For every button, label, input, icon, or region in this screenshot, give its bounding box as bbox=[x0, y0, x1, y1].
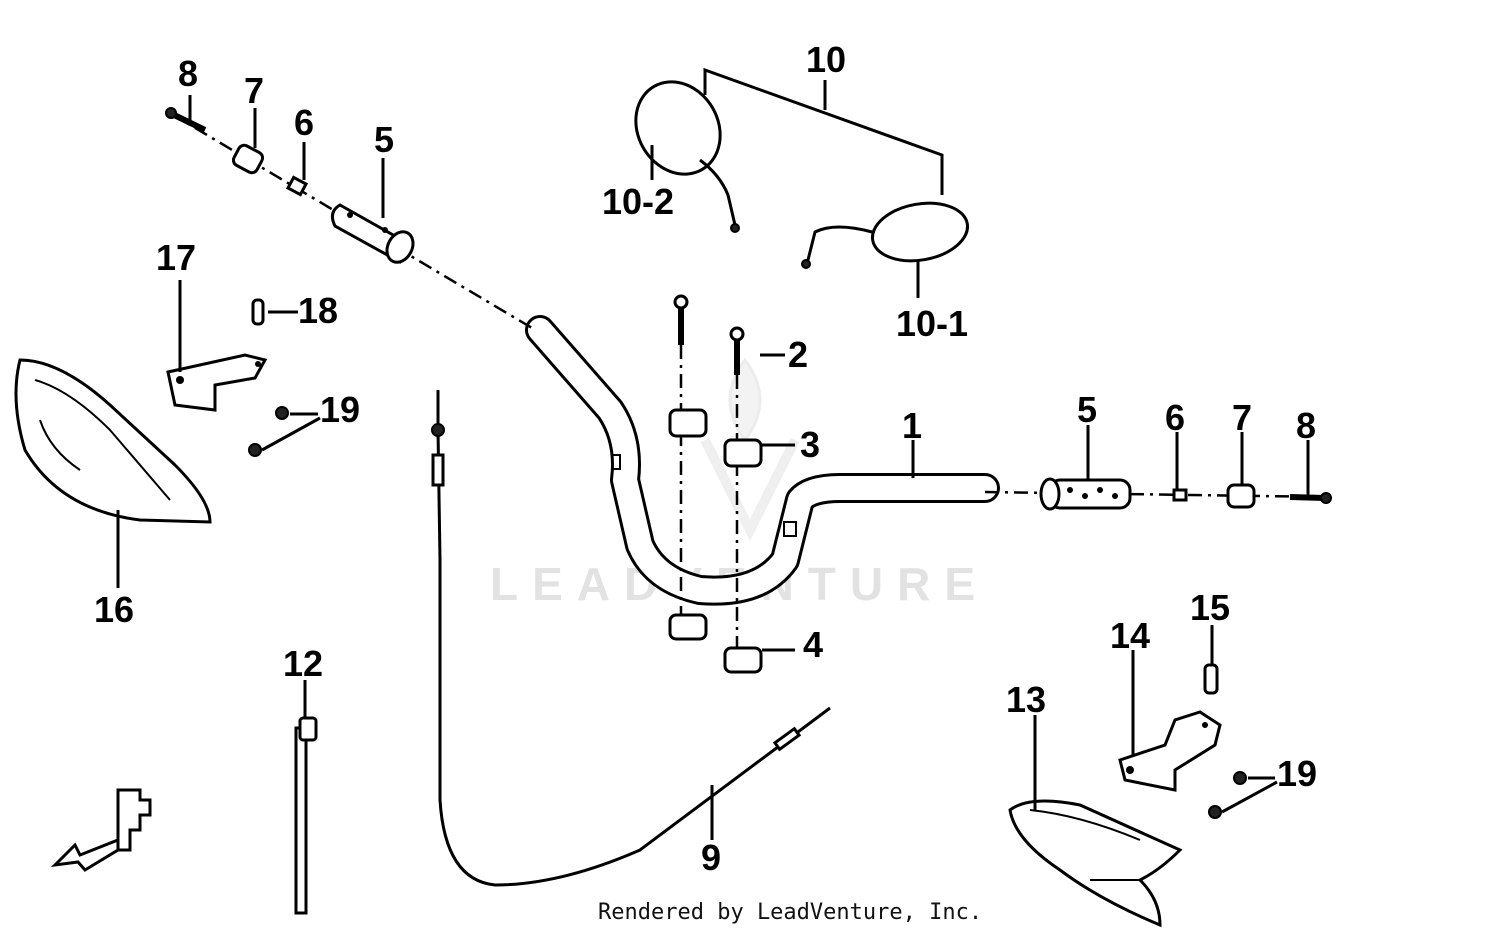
credit-text: Rendered by LeadVenture, Inc. bbox=[598, 900, 982, 925]
callout-12: 12 bbox=[283, 643, 323, 684]
cable-band-12 bbox=[294, 716, 318, 915]
callout-15: 15 bbox=[1190, 587, 1230, 628]
callout-18: 18 bbox=[298, 290, 338, 331]
nut-6-right bbox=[1172, 488, 1188, 502]
screw-18 bbox=[251, 298, 265, 326]
upper-holder-3 bbox=[668, 408, 763, 468]
callout-19-left: 19 bbox=[320, 389, 360, 430]
callout-3: 3 bbox=[800, 424, 820, 465]
grip-5-left bbox=[330, 203, 415, 264]
callout-19-right: 19 bbox=[1277, 753, 1317, 794]
clamp-bolts-2 bbox=[673, 294, 745, 375]
hand-guard-13 bbox=[1008, 799, 1183, 928]
callout-8-left: 8 bbox=[178, 53, 198, 94]
callout-17: 17 bbox=[156, 237, 196, 278]
callout-7-right: 7 bbox=[1232, 397, 1252, 438]
screws-19-right bbox=[1208, 771, 1247, 819]
callout-10-1: 10-1 bbox=[896, 303, 968, 344]
callout-5-left: 5 bbox=[374, 119, 394, 160]
callout-6-right: 6 bbox=[1165, 397, 1185, 438]
bracket-10 bbox=[703, 67, 944, 195]
bolt-8-right bbox=[1289, 492, 1332, 504]
callout-9: 9 bbox=[701, 837, 721, 878]
callout-8-right: 8 bbox=[1296, 405, 1316, 446]
mirror-10-2 bbox=[634, 80, 740, 233]
guard-bracket-17 bbox=[166, 353, 268, 412]
handlebar-part bbox=[525, 315, 1000, 606]
front-direction-icon bbox=[50, 788, 152, 872]
callout-10-2: 10-2 bbox=[602, 181, 674, 222]
hand-guard-16 bbox=[14, 358, 212, 524]
weight-7-right bbox=[1226, 483, 1256, 509]
callout-14: 14 bbox=[1110, 615, 1150, 656]
callout-2: 2 bbox=[788, 334, 808, 375]
callout-5-right: 5 bbox=[1077, 389, 1097, 430]
callout-6-left: 6 bbox=[294, 102, 314, 143]
callout-4: 4 bbox=[803, 624, 823, 665]
axis-line-right bbox=[984, 490, 1331, 499]
leader-lines bbox=[116, 95, 1310, 840]
callout-13: 13 bbox=[1006, 679, 1046, 720]
callout-1: 1 bbox=[902, 405, 922, 446]
grip-5-right bbox=[1039, 477, 1132, 511]
lower-holder-4 bbox=[668, 613, 763, 674]
throttle-cable-9 bbox=[431, 390, 831, 887]
callout-7-left: 7 bbox=[244, 70, 264, 111]
bolt-8-left bbox=[165, 107, 207, 133]
callout-10: 10 bbox=[806, 39, 846, 80]
screws-19-left bbox=[248, 406, 289, 457]
callout-16: 16 bbox=[94, 589, 134, 630]
guard-bracket-14 bbox=[1118, 710, 1222, 792]
mirror-10-1 bbox=[801, 201, 970, 269]
weight-7-left bbox=[231, 143, 265, 175]
nut-6-left bbox=[285, 175, 309, 197]
screw-15 bbox=[1203, 663, 1219, 695]
